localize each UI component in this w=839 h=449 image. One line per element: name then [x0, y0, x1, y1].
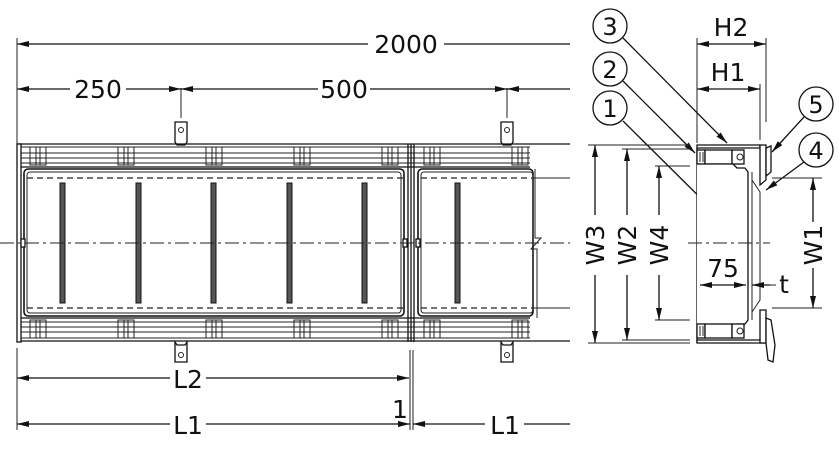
dimension-anchor-pitch: 500 — [181, 75, 570, 104]
dimension-H2: H2 — [696, 13, 767, 143]
dimension-H1: H1 — [697, 58, 761, 140]
dim-L1-left: L1 — [173, 411, 203, 440]
dimension-L2: L2 — [17, 365, 409, 394]
plan-view: 2000 250 500 — [0, 30, 570, 440]
dim-L1-right: L1 — [490, 411, 520, 440]
anchor-tab-top-1 — [174, 121, 188, 146]
dimension-end-offset: 250 — [17, 75, 181, 104]
anchor-tab-bottom-2 — [500, 339, 514, 363]
dimension-W4: W4 — [645, 165, 690, 321]
svg-text:1: 1 — [602, 95, 617, 123]
dimension-overall-length: 2000 — [17, 30, 570, 59]
frame-top-rail — [17, 143, 570, 168]
svg-text:4: 4 — [808, 137, 823, 165]
dim-2000: 2000 — [374, 30, 438, 59]
callout-5: 5 — [771, 86, 834, 153]
dimension-inner-75: 75 — [700, 254, 746, 288]
dim-500: 500 — [320, 75, 368, 104]
dim-joint-gap: 1 — [392, 395, 408, 424]
dimension-W3: W3 — [581, 144, 690, 344]
frame-bottom-rail — [17, 317, 570, 342]
dim-W2: W2 — [613, 225, 642, 266]
dim-250: 250 — [74, 75, 122, 104]
dimension-W1: W1 — [772, 177, 828, 309]
dim-t: t — [779, 270, 789, 299]
svg-text:5: 5 — [808, 91, 823, 119]
dim-W1: W1 — [799, 225, 828, 266]
dim-L2: L2 — [173, 365, 203, 394]
callout-2: 2 — [592, 51, 696, 154]
dim-H1: H1 — [711, 58, 746, 87]
svg-text:2: 2 — [602, 56, 617, 84]
callout-4: 4 — [765, 132, 834, 191]
callout-3: 3 — [592, 8, 728, 144]
anchor-tab-top-2 — [500, 121, 514, 146]
dimension-L1-right: L1 — [413, 411, 570, 440]
anchor-tab-bottom-1 — [174, 339, 188, 363]
dimension-L1-left: L1 — [17, 411, 410, 440]
dim-75: 75 — [707, 254, 739, 283]
rail-clips — [29, 146, 529, 339]
dim-H2: H2 — [714, 13, 749, 42]
dimension-W2: W2 — [613, 148, 690, 341]
dim-W3: W3 — [581, 225, 610, 266]
dimension-thickness: t — [752, 270, 789, 299]
section-view: H2 H1 3 2 1 5 4 — [581, 8, 834, 363]
dim-W4: W4 — [645, 225, 674, 266]
svg-text:3: 3 — [602, 13, 617, 41]
